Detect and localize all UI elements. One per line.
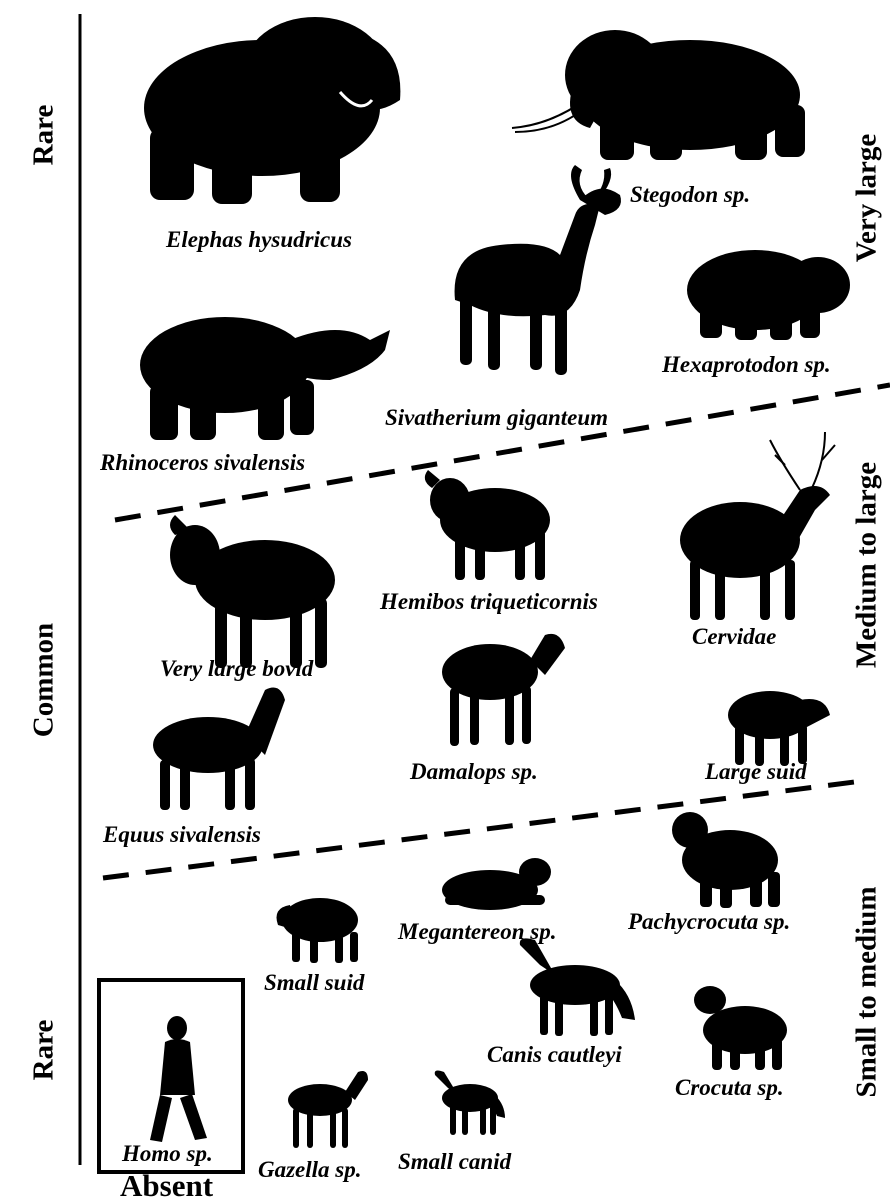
megantereon-silhouette xyxy=(442,858,551,910)
rhinoceros-silhouette xyxy=(140,317,390,440)
label-sivatherium: Sivatherium giganteum xyxy=(385,406,608,429)
label-bovid: Very large bovid xyxy=(160,657,313,680)
damalops-silhouette xyxy=(442,634,565,746)
label-equus: Equus sivalensis xyxy=(103,823,261,846)
equus-silhouette xyxy=(153,688,285,810)
cervidae-silhouette xyxy=(680,486,830,620)
gazella-silhouette xyxy=(288,1071,368,1148)
abundance-label-top: Rare xyxy=(30,105,59,166)
homo-silhouette xyxy=(150,1016,207,1142)
label-small-suid: Small suid xyxy=(264,971,364,994)
label-gazella: Gazella sp. xyxy=(258,1158,362,1181)
size-label-small-medium: Small to medium xyxy=(853,886,882,1097)
label-small-canid: Small canid xyxy=(398,1150,511,1173)
abundance-label-bottom: Rare xyxy=(30,1020,59,1081)
bovid-silhouette xyxy=(170,515,335,668)
hexaprotodon-silhouette xyxy=(687,250,850,340)
large-suid-silhouette xyxy=(728,691,830,766)
label-hexaprotodon: Hexaprotodon sp. xyxy=(662,353,831,376)
crocuta-silhouette xyxy=(694,986,787,1070)
label-pachycrocuta: Pachycrocuta sp. xyxy=(628,910,790,933)
small-canid-silhouette xyxy=(435,1071,505,1135)
absent-label: Absent xyxy=(120,1170,213,1201)
label-hemibos: Hemibos triqueticornis xyxy=(380,590,598,613)
label-large-suid: Large suid xyxy=(705,760,807,783)
pachycrocuta-silhouette xyxy=(672,812,780,908)
small-suid-silhouette xyxy=(277,898,359,963)
canis-silhouette xyxy=(520,938,635,1036)
label-canis: Canis cautleyi xyxy=(487,1043,622,1066)
sivatherium-silhouette xyxy=(455,165,621,375)
label-cervidae: Cervidae xyxy=(692,625,776,648)
label-megantereon: Megantereon sp. xyxy=(398,920,556,943)
label-rhinoceros: Rhinoceros sivalensis xyxy=(100,451,305,474)
label-stegodon: Stegodon sp. xyxy=(630,183,750,206)
cervidae-antler-icon xyxy=(770,432,835,490)
hemibos-silhouette xyxy=(425,470,550,580)
stegodon-silhouette xyxy=(565,30,805,160)
label-elephas: Elephas hysudricus xyxy=(166,228,352,251)
size-label-medium-large: Medium to large xyxy=(853,462,882,668)
label-homo: Homo sp. xyxy=(122,1142,213,1165)
abundance-label-middle: Common xyxy=(30,623,59,737)
label-damalops: Damalops sp. xyxy=(410,760,538,783)
label-crocuta: Crocuta sp. xyxy=(675,1076,784,1099)
elephas-silhouette xyxy=(144,17,400,204)
size-label-very-large: Very large xyxy=(853,134,882,263)
